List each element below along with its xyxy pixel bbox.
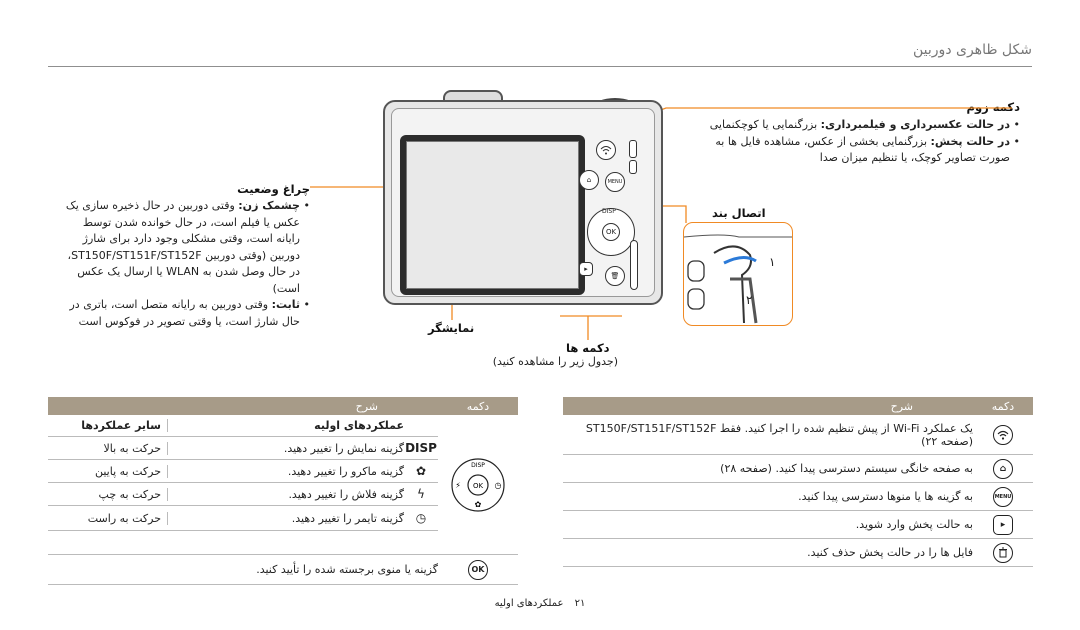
- row-description: یک عملکرد Wi-Fi از پیش تنظیم شده را اجرا…: [585, 421, 973, 448]
- row-basic: گزینه فلاش را تغییر دهید.: [288, 487, 404, 501]
- row-description: گزینه یا منوی برجسته شده را تأیید کنید.: [256, 563, 438, 576]
- macro-icon: ✿: [415, 464, 427, 478]
- table-row: MENU به گزینه ها یا منوها دسترسی پیدا کن…: [563, 483, 1033, 511]
- zoom-label: دکمه زوم: [966, 100, 1020, 114]
- row-description: به صفحه خانگی سیستم دسترسی پیدا کنید. (ص…: [720, 462, 973, 475]
- sub-col-basic: عملکردهای اولیه: [314, 419, 404, 432]
- row-other: حرکت به بالا: [48, 441, 168, 455]
- pad-disp-label: DISP: [602, 208, 616, 215]
- playback-button-icon: ▸: [579, 262, 593, 276]
- camera-side-strap-mount: [629, 130, 643, 290]
- navigation-pad: DISP OK: [587, 208, 635, 256]
- wifi-icon: [993, 424, 1013, 445]
- home-icon: ⌂: [993, 458, 1013, 479]
- page-title: شکل ظاهری دوربین: [913, 42, 1032, 58]
- left-col-button: دکمه: [466, 399, 490, 413]
- left-table-header: دکمه شرح: [48, 397, 518, 415]
- nav-pad-icon: OK DISP ⚡ ◷ ✿: [451, 457, 505, 512]
- camera-back-panel: [391, 108, 655, 297]
- status-lamp-description: چشمک زن: وقتی دوربین در حال ذخیره سازی ی…: [58, 198, 310, 330]
- table-row: DISP گزینه نمایش را تغییر دهید. حرکت به …: [48, 437, 438, 460]
- wifi-button-icon: [596, 140, 616, 160]
- menu-icon: MENU: [993, 486, 1013, 507]
- svg-text:⚡: ⚡: [455, 481, 461, 490]
- svg-text:✿: ✿: [475, 500, 482, 509]
- ok-icon: OK: [468, 559, 488, 580]
- trash-icon: [993, 542, 1013, 563]
- row-description: فایل ها را در حالت پخش حذف کنید.: [807, 546, 973, 559]
- page-footer: ۲۱ عملکردهای اولیه: [0, 598, 1080, 609]
- status-lamp-label: چراغ وضعیت: [237, 182, 310, 196]
- camera-screen: [406, 141, 579, 289]
- screen-label: نمایشگر: [428, 321, 475, 335]
- right-col-desc: شرح: [890, 399, 913, 413]
- table-row: ✿ گزینه ماکرو را تغییر دهید. حرکت به پای…: [48, 460, 438, 483]
- delete-button-icon: 🗑: [605, 266, 625, 286]
- zoom-item-playback: در حالت پخش: بزرگنمایی بخشی از عکس، مشاه…: [690, 134, 1020, 167]
- strap-step-2: ۲: [746, 293, 753, 307]
- camera-back-illustration: ⌂ MENU DISP OK ▸ 🗑: [383, 90, 663, 305]
- footer-page-number: ۲۱: [574, 598, 586, 609]
- buttons-note: (جدول زیر را مشاهده کنید): [492, 355, 618, 368]
- buttons-label: دکمه ها: [566, 341, 610, 355]
- timer-icon: ◷: [415, 511, 427, 525]
- table-row: یک عملکرد Wi-Fi از پیش تنظیم شده را اجرا…: [563, 415, 1033, 455]
- svg-text:◷: ◷: [495, 481, 502, 490]
- table-row: ▸ به حالت پخش وارد شوید.: [563, 511, 1033, 539]
- zoom-description: در حالت عکسبرداری و فیلمبرداری: بزرگنمای…: [690, 117, 1020, 167]
- row-basic: گزینه نمایش را تغییر دهید.: [283, 441, 404, 455]
- strap-attach-illustration: [684, 234, 792, 324]
- table-row: ⌂ به صفحه خانگی سیستم دسترسی پیدا کنید. …: [563, 455, 1033, 483]
- table-row-ok: OK گزینه یا منوی برجسته شده را تأیید کنی…: [48, 555, 518, 585]
- menu-button-icon: MENU: [605, 172, 625, 192]
- row-basic: گزینه تایمر را تغییر دهید.: [291, 511, 404, 525]
- svg-text:DISP: DISP: [471, 462, 485, 469]
- row-description: به حالت پخش وارد شوید.: [855, 518, 973, 531]
- status-lamp-steady: ثابت: وقتی دوربین به رایانه متصل است، با…: [58, 297, 310, 330]
- zoom-item-shooting: در حالت عکسبرداری و فیلمبرداری: بزرگنمای…: [690, 117, 1020, 134]
- flash-icon: ϟ: [417, 487, 425, 501]
- right-col-button: دکمه: [991, 399, 1015, 413]
- header-divider: [48, 66, 1032, 67]
- footer-text: عملکردهای اولیه: [494, 598, 564, 609]
- row-other: حرکت به چپ: [48, 487, 168, 501]
- table-row: فایل ها را در حالت پخش حذف کنید.: [563, 539, 1033, 567]
- sub-col-other: سایر عملکردها: [48, 419, 168, 432]
- buttons-table-right: دکمه شرح یک عملکرد Wi-Fi از پیش تنظیم شد…: [563, 397, 1033, 567]
- right-table-header: دکمه شرح: [563, 397, 1033, 415]
- row-basic: گزینه ماکرو را تغییر دهید.: [287, 464, 404, 478]
- disp-icon: DISP: [405, 441, 437, 455]
- zoom-leader-line: [605, 109, 1011, 111]
- play-icon: ▸: [993, 514, 1013, 535]
- table-row: ϟ گزینه فلاش را تغییر دهید. حرکت به چپ: [48, 483, 438, 506]
- sub-header-row: عملکردهای اولیه سایر عملکردها: [48, 415, 438, 437]
- row-description: به گزینه ها یا منوها دسترسی پیدا کنید.: [798, 490, 973, 503]
- camera-screen-frame: [400, 135, 585, 295]
- pad-ok-button: OK: [602, 223, 620, 241]
- strap-inset: ۱ ۲: [683, 222, 793, 326]
- table-row: ◷ گزینه تایمر را تغییر دهید. حرکت به راس…: [48, 506, 438, 531]
- buttons-table-left: دکمه شرح OK DISP ⚡ ◷ ✿ عملکردهای اولیه س…: [48, 397, 518, 585]
- nav-pad-cell: OK DISP ⚡ ◷ ✿: [438, 415, 518, 555]
- home-button-icon: ⌂: [579, 170, 599, 190]
- strap-label: اتصال بند: [712, 206, 766, 220]
- status-lamp-blinking: چشمک زن: وقتی دوربین در حال ذخیره سازی ی…: [58, 198, 310, 297]
- strap-step-1: ۱: [769, 255, 776, 269]
- row-other: حرکت به راست: [48, 511, 168, 525]
- left-col-desc: شرح: [355, 399, 378, 413]
- svg-text:OK: OK: [473, 482, 484, 490]
- row-other: حرکت به پایین: [48, 464, 168, 478]
